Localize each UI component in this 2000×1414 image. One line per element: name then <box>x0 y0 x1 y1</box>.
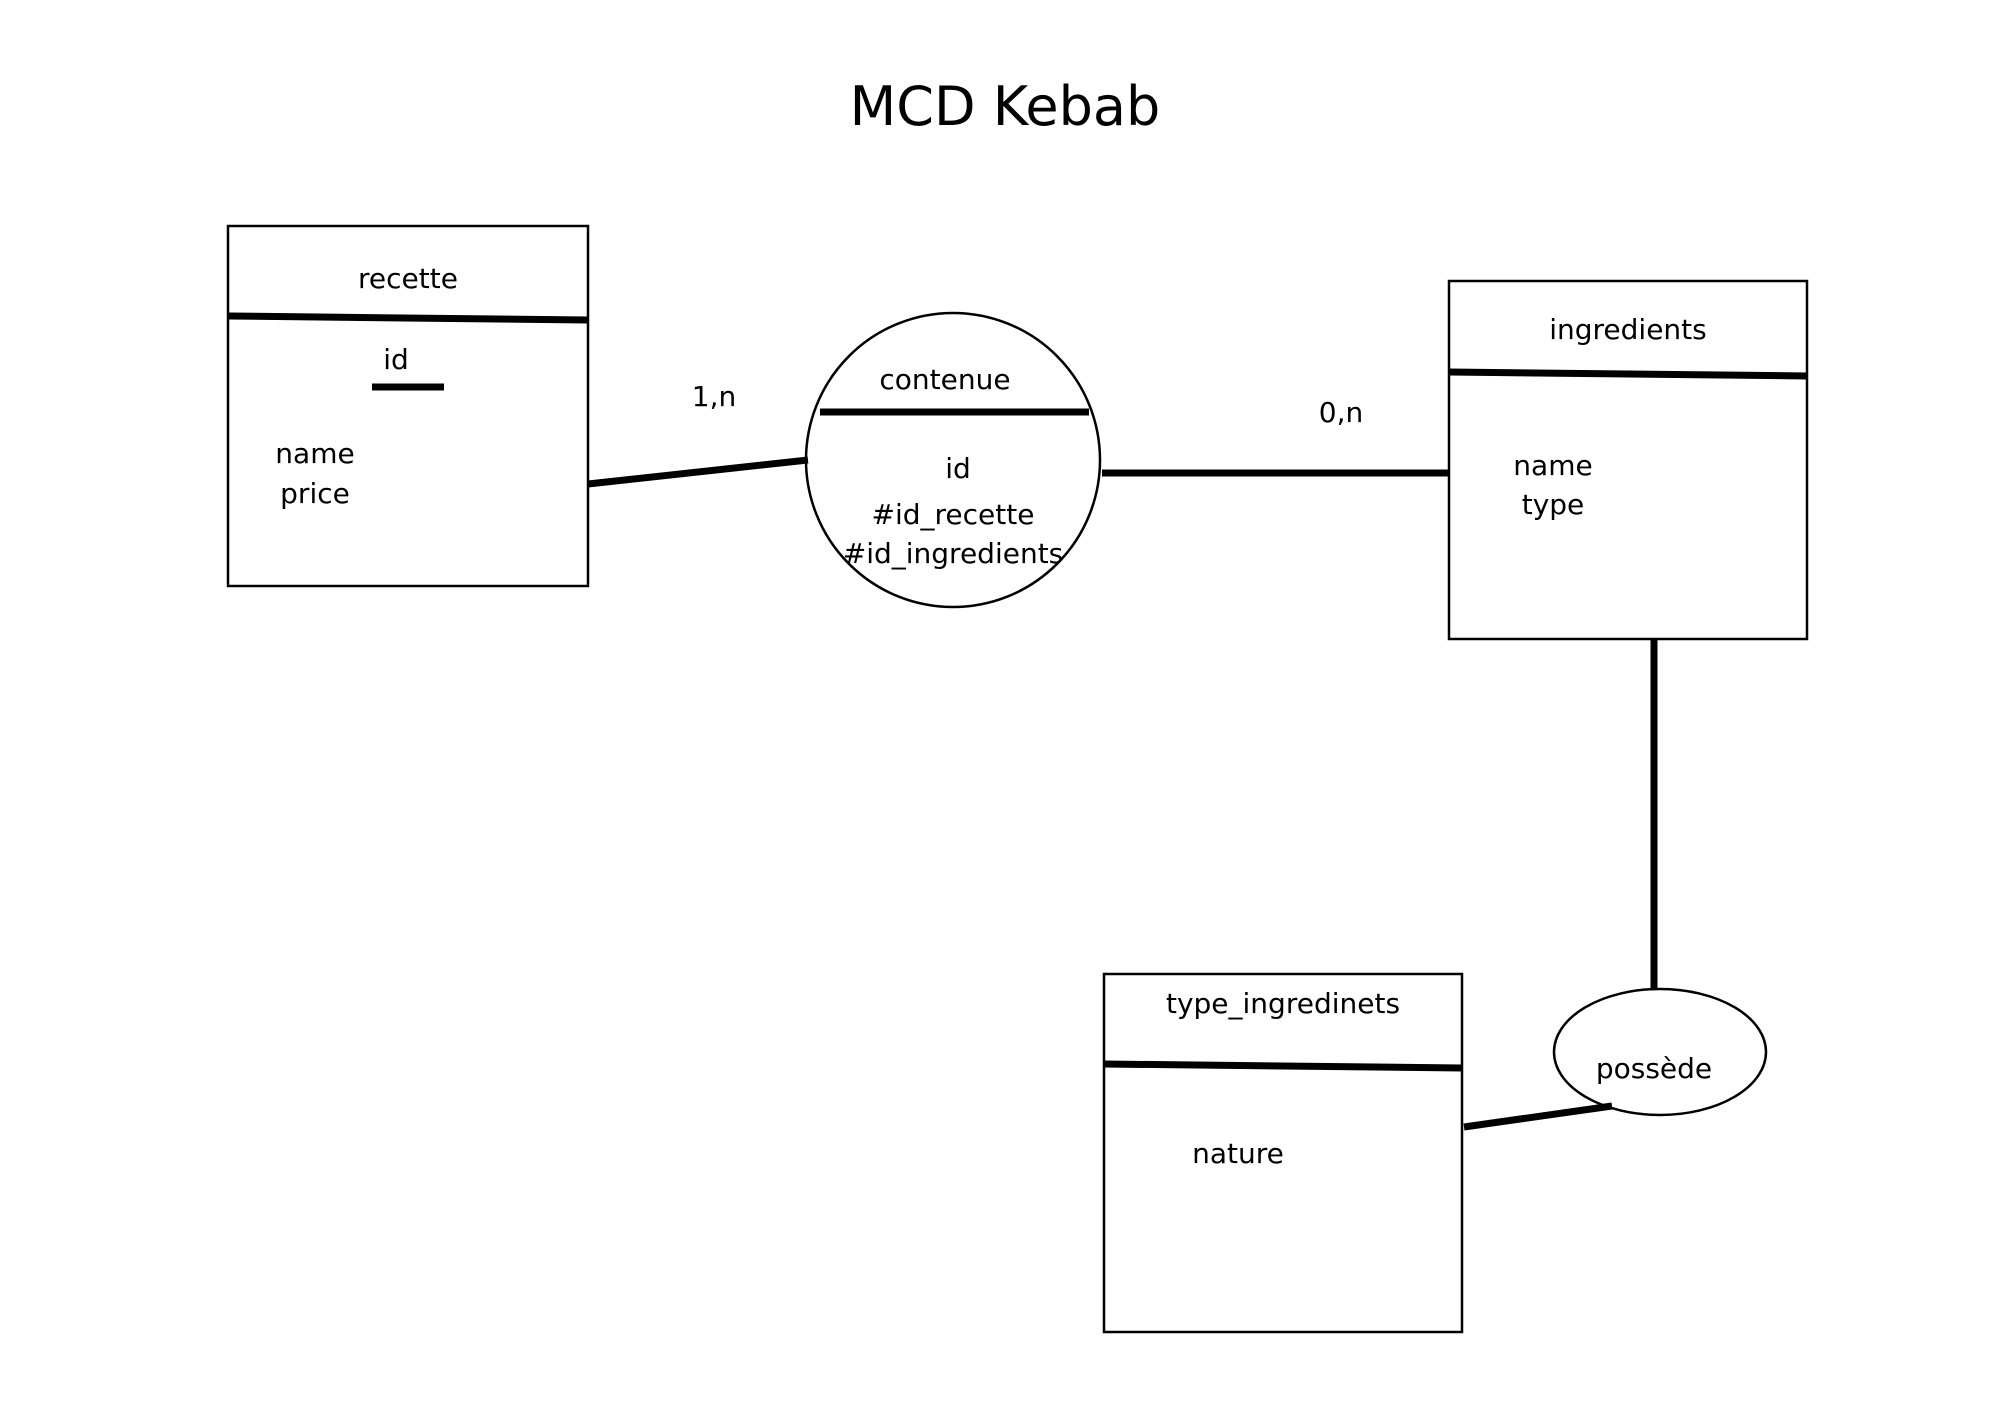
entity-recette-attr-price: price <box>280 477 350 510</box>
entity-ingredients-box <box>1447 279 1809 641</box>
entity-recette-attr-name: name <box>275 437 354 470</box>
association-contenue-name: contenue <box>879 363 1010 396</box>
entity-ingredients-attr-name: name <box>1513 449 1592 482</box>
entity-ingredients[interactable]: ingredients name type <box>1447 279 1809 641</box>
cardinality-ingredients-contenue: 0,n <box>1319 396 1363 429</box>
entity-recette-name: recette <box>358 262 458 295</box>
association-contenue[interactable]: contenue id #id_recette #id_ingredients <box>804 311 1102 609</box>
association-possede-name: possède <box>1596 1052 1712 1085</box>
cardinality-recette-contenue: 1,n <box>692 380 736 413</box>
entity-type-ingredients-attr-nature: nature <box>1192 1137 1284 1170</box>
entity-recette-divider <box>227 312 589 324</box>
entity-ingredients-divider <box>1448 368 1808 380</box>
entity-type-ingredients-divider <box>1103 1060 1463 1072</box>
entity-type-ingredients-box <box>1102 972 1464 1334</box>
association-contenue-attr-id: id <box>945 452 971 485</box>
association-possede-ellipse <box>1552 987 1768 1117</box>
diagram-title: MCD Kebab <box>850 75 1161 138</box>
entity-recette-box <box>226 224 590 588</box>
entity-ingredients-name: ingredients <box>1549 313 1707 346</box>
association-contenue-attr-id-recette: #id_recette <box>872 498 1035 531</box>
association-possede[interactable]: possède <box>1552 987 1768 1117</box>
entity-type-ingredients-name: type_ingredinets <box>1166 987 1400 1020</box>
entity-type-ingredients[interactable]: type_ingredinets nature <box>1102 972 1464 1334</box>
entity-recette-identifier: id <box>383 343 409 376</box>
association-contenue-attr-id-ingredients: #id_ingredients <box>843 537 1064 570</box>
entity-recette[interactable]: recette id name price <box>226 224 590 588</box>
entity-ingredients-attr-type: type <box>1522 488 1585 521</box>
link-possede-type-ingredients <box>1463 1102 1613 1131</box>
link-recette-contenue <box>587 456 809 488</box>
